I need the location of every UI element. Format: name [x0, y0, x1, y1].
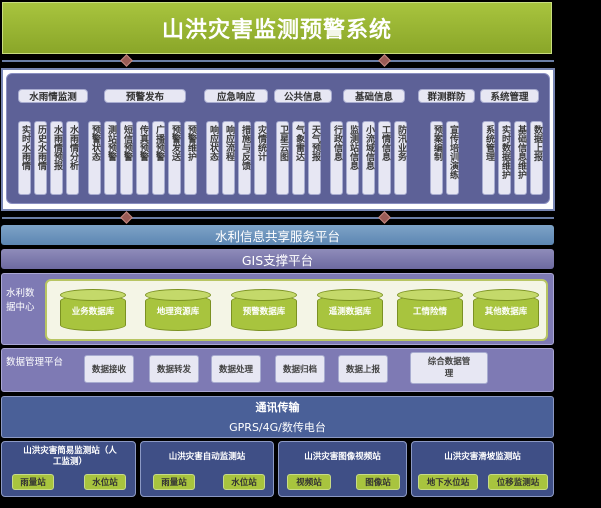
- station-auto-monitoring: 山洪灾害自动监测站 雨量站 水位站: [140, 441, 274, 497]
- module-flood-business[interactable]: 防汛业务: [394, 121, 407, 195]
- database-warning[interactable]: 预警数据库: [231, 289, 297, 333]
- data-management-label: 数据管理平台: [6, 357, 64, 368]
- station-rain-gauge[interactable]: 雨量站: [12, 474, 54, 490]
- database-other[interactable]: 其他数据库: [473, 289, 539, 333]
- gis-support-platform: GIS支撑平台: [1, 249, 554, 269]
- station-title: 山洪灾害滑坡监测站: [444, 451, 521, 462]
- database-label: 工情险情: [412, 307, 447, 317]
- module-measures-feedback[interactable]: 措施与反馈: [238, 121, 251, 195]
- database-label: 业务数据库: [71, 307, 115, 317]
- module-disaster-statistics[interactable]: 灾情统计: [254, 121, 267, 195]
- module-station-info[interactable]: 监测站信息: [346, 121, 359, 195]
- station-water-level[interactable]: 水位站: [223, 474, 265, 490]
- module-rain-analysis[interactable]: 水雨情分析: [66, 121, 79, 195]
- station-image[interactable]: 图像站: [356, 474, 400, 490]
- module-realtime-rain[interactable]: 实时水雨情: [18, 121, 31, 195]
- module-warning-status[interactable]: 预警状态: [88, 121, 101, 195]
- station-rain-gauge[interactable]: 雨量站: [153, 474, 195, 490]
- category-basic-info[interactable]: 基础信息: [343, 89, 405, 103]
- module-basic-info-maintenance[interactable]: 基础信息维护: [514, 121, 527, 195]
- database-label: 遥测数据库: [328, 307, 372, 317]
- data-center-label: 水利数据中心: [6, 288, 35, 313]
- module-fax-warning[interactable]: 传真预警: [136, 121, 149, 195]
- module-broadcast-warning[interactable]: 广播预警: [152, 121, 165, 195]
- module-plan-compilation[interactable]: 预案编制: [430, 121, 443, 195]
- database-telemetry[interactable]: 遥测数据库: [317, 289, 383, 333]
- station-title: 山洪灾害简易监测站（人工监测）: [23, 446, 117, 467]
- module-response-status[interactable]: 响应状态: [206, 121, 219, 195]
- connector-diamond: [120, 211, 133, 224]
- station-landslide-monitoring: 山洪灾害滑坡监测站 地下水位站 位移监测站: [411, 441, 554, 497]
- station-simple-monitoring: 山洪灾害简易监测站（人工监测） 雨量站 水位站: [1, 441, 136, 497]
- module-weather-radar[interactable]: 气象雷达: [292, 121, 305, 195]
- category-mass-prevention[interactable]: 群测群防: [418, 89, 475, 103]
- information-sharing-platform: 水利信息共享服务平台: [1, 225, 554, 245]
- station-water-level[interactable]: 水位站: [84, 474, 126, 490]
- data-archive-button[interactable]: 数据归档: [275, 355, 325, 383]
- module-data-report[interactable]: 数据上报: [530, 121, 543, 195]
- database-label: 地理资源库: [156, 307, 200, 317]
- module-rain-forecast[interactable]: 水雨情预报: [50, 121, 63, 195]
- communication-layer: 通讯传输 GPRS/4G/数传电台: [1, 396, 554, 438]
- connector-diamond: [378, 54, 391, 67]
- communication-subtitle: GPRS/4G/数传电台: [229, 421, 326, 434]
- database-business[interactable]: 业务数据库: [60, 289, 126, 333]
- database-label: 预警数据库: [242, 307, 286, 317]
- connector-diamond: [378, 211, 391, 224]
- system-title: 山洪灾害监测预警系统: [2, 2, 552, 54]
- station-title: 山洪灾害图像视频站: [304, 451, 381, 462]
- category-warning-release[interactable]: 预警发布: [104, 89, 186, 103]
- integrated-data-management-button[interactable]: 综合数据管理: [410, 352, 488, 384]
- station-displacement[interactable]: 位移监测站: [488, 474, 548, 490]
- station-groundwater-level[interactable]: 地下水位站: [418, 474, 478, 490]
- module-realtime-data-maintenance[interactable]: 实时数据维护: [498, 121, 511, 195]
- module-watershed-info[interactable]: 小流域信息: [362, 121, 375, 195]
- module-training-drill[interactable]: 宣传培训演练: [446, 121, 459, 195]
- data-forward-button[interactable]: 数据转发: [149, 355, 199, 383]
- communication-title: 通讯传输: [255, 401, 300, 414]
- category-rain-monitoring[interactable]: 水雨情监测: [18, 89, 88, 103]
- module-engineering-info[interactable]: 工情信息: [378, 121, 391, 195]
- connector-line: [2, 217, 554, 219]
- category-emergency-response[interactable]: 应急响应: [204, 89, 268, 103]
- module-history-rain[interactable]: 历史水雨情: [34, 121, 47, 195]
- module-system-management[interactable]: 系统管理: [482, 121, 495, 195]
- category-public-info[interactable]: 公共信息: [274, 89, 332, 103]
- station-image-video: 山洪灾害图像视频站 视频站 图像站: [278, 441, 407, 497]
- module-weather-forecast[interactable]: 天气预报: [308, 121, 321, 195]
- station-video[interactable]: 视频站: [287, 474, 331, 490]
- data-report-button[interactable]: 数据上报: [338, 355, 388, 383]
- data-receive-button[interactable]: 数据接收: [84, 355, 134, 383]
- module-response-flow[interactable]: 响应流程: [222, 121, 235, 195]
- category-system-management[interactable]: 系统管理: [480, 89, 539, 103]
- database-engineering-danger[interactable]: 工情险情: [397, 289, 463, 333]
- database-geo-resource[interactable]: 地理资源库: [145, 289, 211, 333]
- database-label: 其他数据库: [484, 307, 528, 317]
- station-title: 山洪灾害自动监测站: [168, 451, 246, 462]
- module-warning-send[interactable]: 预警发送: [168, 121, 181, 195]
- connector-diamond: [120, 54, 133, 67]
- connector-line: [2, 60, 554, 62]
- module-administrative-info[interactable]: 行政信息: [330, 121, 343, 195]
- module-sms-warning[interactable]: 短信预警: [120, 121, 133, 195]
- module-warning-maintenance[interactable]: 预警维护: [184, 121, 197, 195]
- module-satellite-cloud[interactable]: 卫星云图: [276, 121, 289, 195]
- module-station-warning[interactable]: 测站预警: [104, 121, 117, 195]
- data-process-button[interactable]: 数据处理: [211, 355, 261, 383]
